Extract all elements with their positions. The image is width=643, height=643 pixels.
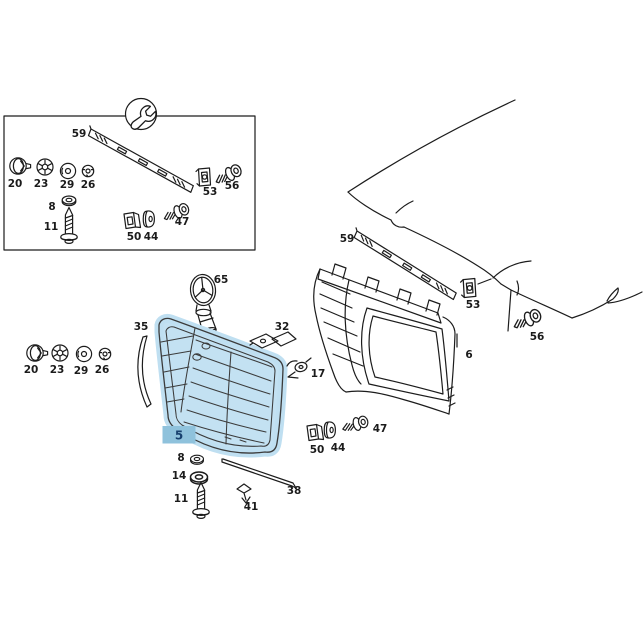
part-5-radiator-grille-highlighted[interactable]	[154, 313, 288, 458]
part-label-41[interactable]: 41	[244, 501, 259, 513]
part-8-washer[interactable]	[61, 195, 77, 207]
part-26-grommet[interactable]	[98, 347, 112, 361]
part-20-grommet[interactable]	[9, 157, 32, 175]
hood-outline	[347, 99, 643, 332]
legend-part-label-11[interactable]: 11	[44, 221, 59, 233]
part-44-grommet[interactable]	[323, 421, 336, 439]
grille-outline	[158, 317, 284, 454]
part-59-mounting-strip[interactable]	[84, 125, 196, 193]
part-20-grommet[interactable]	[26, 344, 49, 362]
legend-part-label-47[interactable]: 47	[175, 216, 190, 228]
part-56-screw[interactable]	[510, 307, 544, 333]
part-label-50[interactable]: 50	[310, 444, 325, 456]
part-label-47[interactable]: 47	[373, 423, 388, 435]
part-label-20[interactable]: 20	[24, 364, 39, 376]
part-17-clip[interactable]	[286, 357, 312, 379]
legend-part-label-59[interactable]: 59	[72, 128, 87, 140]
part-23-grommet[interactable]	[36, 158, 54, 176]
part-29-grommet[interactable]	[75, 345, 93, 363]
part-5-highlight-rect[interactable]	[162, 426, 196, 444]
grille-slats	[160, 326, 276, 447]
part-53-clip[interactable]	[195, 167, 212, 187]
part-14-washer[interactable]	[189, 471, 209, 485]
part-label-14[interactable]: 14	[172, 470, 187, 482]
part-32-bracket[interactable]	[249, 331, 297, 349]
part-47-screw[interactable]	[340, 414, 370, 435]
part-44-grommet[interactable]	[142, 210, 155, 228]
legend-part-label-23[interactable]: 23	[34, 178, 49, 190]
right-part-label-53[interactable]: 53	[466, 299, 481, 311]
legend-part-label-50[interactable]: 50	[127, 231, 142, 243]
part-label-17[interactable]: 17	[311, 368, 326, 380]
legend-part-label-8[interactable]: 8	[48, 201, 55, 213]
part-41-clip[interactable]	[236, 483, 252, 504]
part-53-clip[interactable]	[459, 277, 477, 299]
legend-part-label-53[interactable]: 53	[203, 186, 218, 198]
part-label-5[interactable]: 5	[175, 429, 183, 443]
part-50-clip[interactable]	[123, 211, 142, 230]
right-part-label-6[interactable]: 6	[465, 349, 472, 361]
part-label-23[interactable]: 23	[50, 364, 65, 376]
part-6-grille-shell[interactable]	[313, 263, 458, 415]
part-50-clip[interactable]	[306, 423, 325, 442]
legend-part-label-44[interactable]: 44	[144, 231, 159, 243]
part-59-mounting-strip[interactable]	[350, 227, 459, 301]
right-part-label-56[interactable]: 56	[530, 331, 545, 343]
part-label-65[interactable]: 65	[214, 274, 229, 286]
legend-part-label-29[interactable]: 29	[60, 179, 75, 191]
part-label-11[interactable]: 11	[174, 493, 189, 505]
part-label-26[interactable]: 26	[95, 364, 110, 376]
part-label-29[interactable]: 29	[74, 365, 89, 377]
part-11-screw[interactable]	[60, 206, 78, 244]
part-23-grommet[interactable]	[51, 344, 69, 362]
part-label-8[interactable]: 8	[177, 452, 184, 464]
legend-part-label-20[interactable]: 20	[8, 178, 23, 190]
legend-part-label-56[interactable]: 56	[225, 180, 240, 192]
part-65-star-emblem[interactable]	[189, 273, 217, 335]
part-label-38[interactable]: 38	[287, 485, 302, 497]
part-26-grommet[interactable]	[81, 164, 95, 178]
part-38-trim-strip[interactable]	[221, 458, 297, 489]
wrench-icon	[124, 97, 158, 131]
part-11-screw[interactable]	[192, 481, 210, 520]
right-part-label-59[interactable]: 59	[340, 233, 355, 245]
part-5-label-box[interactable]: 5	[162, 426, 196, 444]
part-label-32[interactable]: 32	[275, 321, 290, 333]
part-8-washer[interactable]	[189, 454, 205, 465]
part-29-grommet[interactable]	[59, 162, 77, 180]
part-label-44[interactable]: 44	[331, 442, 346, 454]
part-35-trim-strip[interactable]	[137, 335, 152, 408]
legend-part-label-26[interactable]: 26	[81, 179, 96, 191]
part-label-35[interactable]: 35	[134, 321, 149, 333]
